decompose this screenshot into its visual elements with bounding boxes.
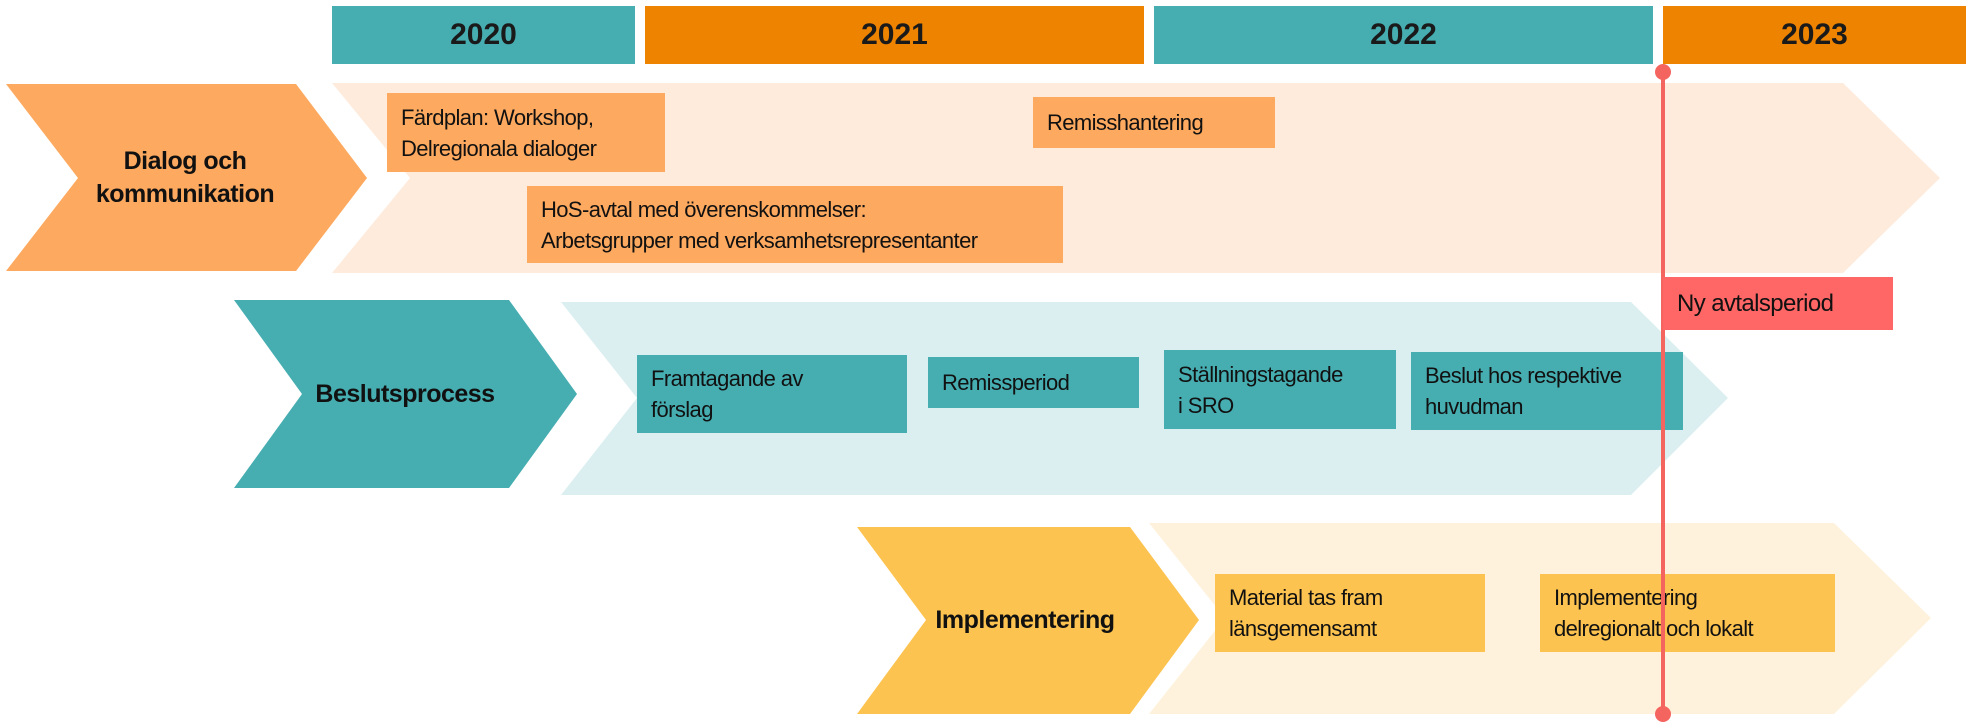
- item-beslut: Beslut hos respektive huvudman: [1411, 352, 1683, 430]
- row3-chevron: [857, 527, 1199, 714]
- item-stallningstagande: Ställningstagande i SRO: [1164, 350, 1396, 429]
- row1-chevron: [6, 84, 367, 271]
- year-2023: 2023: [1663, 6, 1966, 64]
- row2-band: [561, 302, 1728, 495]
- row-label-dialog: Dialog och kommunikation: [95, 146, 275, 208]
- year-2022: 2022: [1154, 6, 1653, 64]
- item-remisshantering: Remisshantering: [1033, 97, 1275, 148]
- row-label-implementering: Implementering: [935, 606, 1115, 634]
- row2-chevron: [234, 300, 577, 488]
- year-2021: 2021: [645, 6, 1144, 64]
- item-fardplan: Färdplan: Workshop, Delregionala dialoge…: [387, 93, 665, 172]
- row-label-beslutsprocess: Beslutsprocess: [315, 379, 495, 408]
- year-2020: 2020: [332, 6, 635, 64]
- item-implementering-lokalt: Implementering delregionalt och lokalt: [1540, 574, 1835, 652]
- item-framtagande: Framtagande av förslag: [637, 355, 907, 433]
- item-material: Material tas fram länsgemensamt: [1215, 574, 1485, 652]
- item-hos-avtal: HoS-avtal med överenskommelser: Arbetsgr…: [527, 186, 1063, 263]
- item-remissperiod: Remissperiod: [928, 357, 1139, 408]
- marker-label-ny-avtalsperiod: Ny avtalsperiod: [1663, 277, 1893, 330]
